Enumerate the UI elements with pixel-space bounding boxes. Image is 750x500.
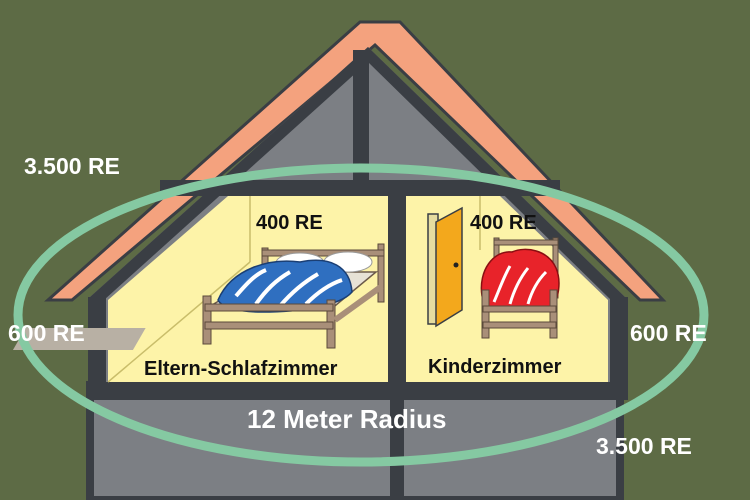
label-wall-left: 600 RE [8, 320, 85, 346]
bed-foot-post-left [202, 295, 212, 345]
frame-collar-beam [160, 180, 560, 196]
label-radius: 12 Meter Radius [247, 404, 446, 434]
floor-line-parents [107, 261, 251, 383]
radius-ring [13, 163, 709, 467]
child-bed-rail-lower [482, 321, 557, 329]
label-room-parents: Eltern-Schlafzimmer [144, 358, 338, 380]
label-bed-parents: 400 RE [256, 212, 323, 234]
bed-foot-rail-top [204, 303, 334, 312]
room-divider [388, 196, 406, 384]
bed-foot-rail-bottom [204, 321, 334, 330]
child-bed-post-front-left [481, 289, 490, 339]
bed-shadow [12, 328, 146, 350]
bed-headboard-rail [261, 249, 385, 257]
child-room-door [427, 206, 463, 328]
duvet-stripes [234, 268, 343, 308]
duvet-parents [217, 259, 353, 313]
child-bed [480, 237, 560, 339]
frame-king-post [353, 50, 369, 190]
label-total-top: 3.500 RE [24, 153, 120, 179]
child-bed-post-front-right [549, 289, 558, 339]
duvet-child-stripes [492, 265, 548, 305]
roof [44, 20, 667, 302]
lower-center-post [390, 385, 404, 500]
bed-side-rail [333, 283, 384, 323]
label-bed-child: 400 RE [470, 212, 537, 234]
child-bed-rail-back [493, 239, 559, 246]
frame-right-rafter [368, 47, 625, 300]
label-wall-right: 600 RE [630, 320, 707, 346]
label-room-child: Kinderzimmer [428, 356, 562, 378]
bed-headboard-post-right [377, 243, 385, 303]
frame-right-wall [610, 297, 628, 397]
frame-floor-beam [88, 382, 628, 400]
frame-left-rafter [90, 47, 368, 300]
label-total-bottom: 3.500 RE [596, 433, 692, 459]
parents-bed [12, 243, 385, 350]
door-handle [453, 262, 459, 268]
child-bed-rail-front [482, 305, 557, 313]
door-leaf [435, 206, 463, 328]
